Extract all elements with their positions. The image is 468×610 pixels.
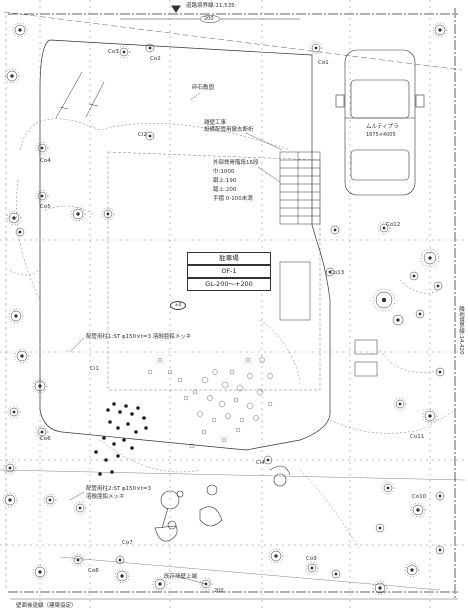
paving-slabs xyxy=(279,261,378,377)
parking-zone xyxy=(107,151,321,391)
tree-label-ci4: Ci4 xyxy=(256,460,265,466)
tree-label-co11: Co11 xyxy=(410,434,425,440)
top-dimension-label: 200 xyxy=(204,16,214,22)
tree-label-co7: Co7 xyxy=(122,540,133,546)
car-name-label: ムルティプラ xyxy=(366,124,399,130)
tree-label-co8: Co8 xyxy=(88,568,99,574)
dense-planting xyxy=(94,402,148,476)
shrub-cluster xyxy=(147,357,273,449)
stairs-tread: 踏上:200 xyxy=(213,187,237,193)
gravel-label: 砕石敷固 xyxy=(192,85,215,91)
tree-label-co10: Co10 xyxy=(412,494,427,500)
stairs-title: 外部鉄骨階段16段 xyxy=(213,160,259,166)
level-circle-mark: ±0 xyxy=(170,301,186,310)
stairs-width: 巾:1000 xyxy=(213,169,235,175)
stairs-rise: 蹴上:190 xyxy=(213,178,237,184)
tree-label-co1: Co1 xyxy=(318,60,329,66)
bottom-dimension-label: 200 xyxy=(214,588,224,594)
tree-label-co6: Co6 xyxy=(40,436,51,442)
car xyxy=(335,49,425,196)
pole-2-label-a: 配管用柱2:ST φ150×t=3 xyxy=(86,486,151,492)
stairs-rail: 手摺 0-100未満 xyxy=(213,196,253,202)
setback-label: 壁面後退線（建築協定） xyxy=(16,603,77,609)
garden-features xyxy=(154,465,291,542)
parking-level: OF-1 xyxy=(187,265,271,278)
tree-symbols xyxy=(2,22,448,596)
parking-title: 駐車場 xyxy=(187,252,271,265)
car-size-label: 1875×4005 xyxy=(366,132,396,138)
tree-label-co5: Co5 xyxy=(40,204,51,210)
top-dimension-marker xyxy=(120,5,300,23)
lot-outline xyxy=(39,39,331,451)
tree-label-co2: Co2 xyxy=(150,56,161,62)
gravel-marks xyxy=(55,71,105,119)
existing-wall-label: 既存擁壁上端 xyxy=(164,574,198,580)
drain-label-2: 設備配管用撤去断析 xyxy=(204,127,254,133)
road-boundary-label: 道路境界線:11,535 xyxy=(186,3,235,9)
tree-label-co9: Co9 xyxy=(306,556,317,562)
tree-label-ci2: Ci2 xyxy=(138,132,147,138)
tree-label-co3: Co3 xyxy=(108,49,119,55)
leader-lines xyxy=(69,92,283,585)
dashed-arcs xyxy=(9,118,456,551)
tree-label-co4: Co4 xyxy=(40,158,51,164)
drain-label-1: 雑壁工事 xyxy=(204,120,227,126)
stairs xyxy=(279,151,321,225)
pole-2-label-b: 溶融亜鉛メッキ xyxy=(86,494,125,500)
tree-label-co13: Co13 xyxy=(330,270,345,276)
parking-gl: GL-200～+200 xyxy=(187,278,271,291)
tree-label-ci1: Ci1 xyxy=(90,366,99,372)
pole-1-label: 配管用柱1:ST φ150×t=3 溶融亜鉛メッキ xyxy=(86,334,192,340)
right-boundary-label: 隣地境界線:14,420 xyxy=(458,306,464,355)
tree-label-co12: Co12 xyxy=(386,222,401,228)
